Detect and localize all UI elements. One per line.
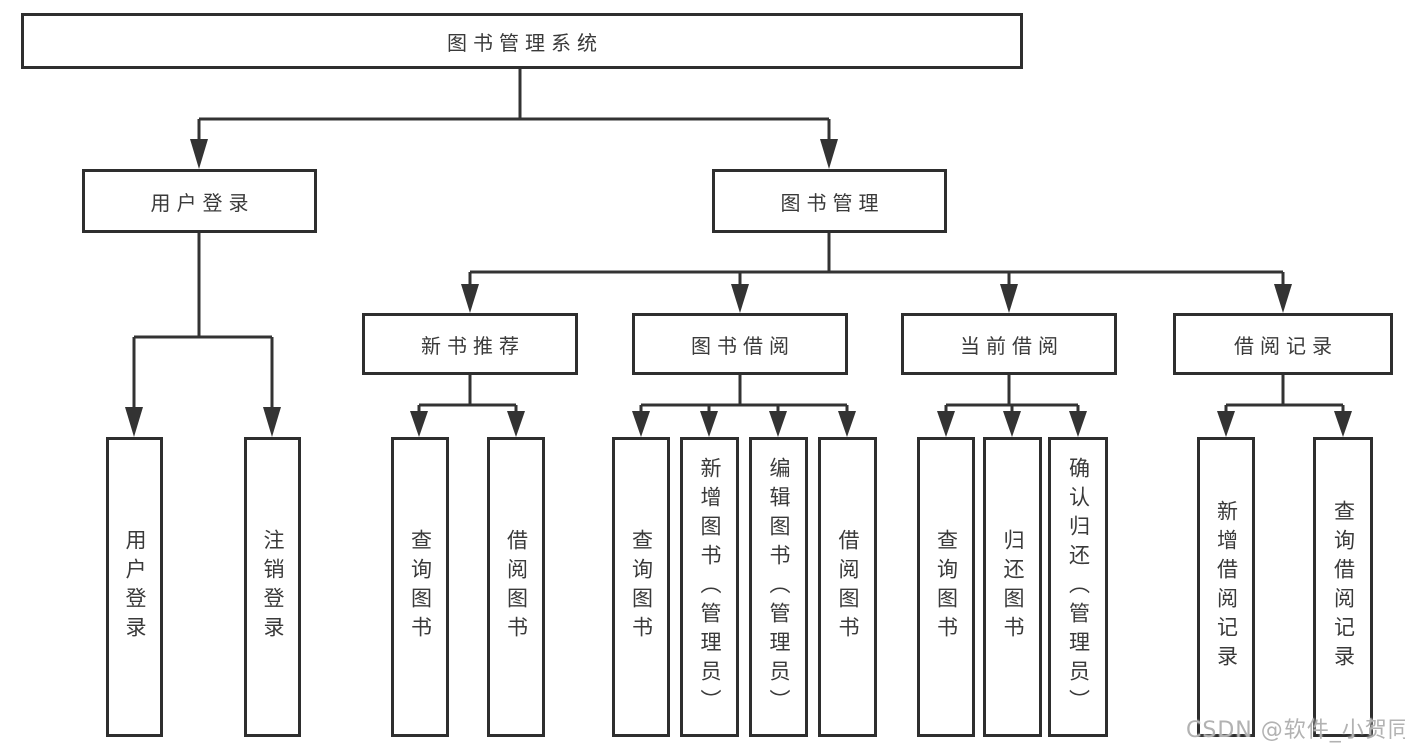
leaf-borrow-books-2-label: 借阅图书 [836,529,860,645]
node-new-book-recommend: 新书推荐 [362,313,578,375]
arrow-down-icon [263,337,281,437]
leaf-edit-book-admin-label: 编辑图书（管理员） [767,456,791,718]
node-book-borrow: 图书借阅 [632,313,848,375]
node-borrow-records: 借阅记录 [1173,313,1393,375]
leaf-query-books-3-label: 查询图书 [934,529,959,645]
leaf-user-login-label: 用户登录 [123,529,147,645]
node-borrow-records-label: 借阅记录 [1234,333,1338,358]
leaf-query-books-1: 查询图书 [391,437,449,737]
node-root-label: 图书管理系统 [447,30,603,55]
node-book-management: 图书管理 [712,169,947,233]
leaf-logout: 注销登录 [244,437,301,737]
arrow-down-icon [820,119,838,169]
arrow-down-icon [937,405,955,437]
leaf-query-borrow-record-label: 查询借阅记录 [1331,500,1356,674]
leaf-query-books-2-label: 查询图书 [629,529,654,645]
leaf-logout-label: 注销登录 [261,529,285,645]
node-user-login-label: 用户登录 [150,190,255,215]
arrow-down-icon [190,119,208,169]
arrow-down-icon [507,405,525,437]
leaf-add-borrow-record-label: 新增借阅记录 [1214,500,1239,674]
arrow-down-icon [1274,272,1292,313]
arrow-down-icon [125,337,143,437]
node-user-login: 用户登录 [82,169,317,233]
node-book-borrow-label: 图书借阅 [691,333,795,358]
arrow-down-icon [1217,405,1235,437]
leaf-add-book-admin-label: 新增图书（管理员） [698,456,722,718]
leaf-add-borrow-record: 新增借阅记录 [1197,437,1255,737]
leaf-query-borrow-record: 查询借阅记录 [1313,437,1373,737]
leaf-user-login: 用户登录 [106,437,163,737]
connector-rails [134,69,1343,407]
leaf-confirm-return-admin: 确认归还（管理员） [1048,437,1108,737]
arrow-down-icon [410,405,428,437]
arrow-down-icon [1069,405,1087,437]
arrow-down-icon [1000,272,1018,313]
leaf-return-book: 归还图书 [983,437,1042,737]
leaf-borrow-books-2: 借阅图书 [818,437,877,737]
node-new-book-recommend-label: 新书推荐 [421,333,525,358]
node-current-borrow-label: 当前借阅 [960,333,1064,358]
arrow-down-icon [731,272,749,313]
leaf-borrow-books-1: 借阅图书 [487,437,545,737]
node-book-management-label: 图书管理 [780,190,885,215]
leaf-query-books-2: 查询图书 [612,437,670,737]
arrow-down-icon [769,405,787,437]
leaf-borrow-books-1-label: 借阅图书 [504,529,529,645]
leaf-edit-book-admin: 编辑图书（管理员） [749,437,808,737]
arrow-down-icon [632,405,650,437]
arrow-down-icon [461,272,479,313]
leaf-query-books-1-label: 查询图书 [408,529,433,645]
leaf-return-book-label: 归还图书 [1001,529,1025,645]
leaf-query-books-3: 查询图书 [917,437,975,737]
csdn-watermark: CSDN @软件_小贺同学 [1186,718,1405,743]
node-root: 图书管理系统 [21,13,1023,69]
leaf-add-book-admin: 新增图书（管理员） [680,437,739,737]
arrow-down-icon [1334,405,1352,437]
arrow-down-icon [838,405,856,437]
leaf-confirm-return-admin-label: 确认归还（管理员） [1066,456,1091,718]
node-current-borrow: 当前借阅 [901,313,1117,375]
arrow-down-icon [1003,405,1021,437]
arrow-down-icon [700,405,718,437]
